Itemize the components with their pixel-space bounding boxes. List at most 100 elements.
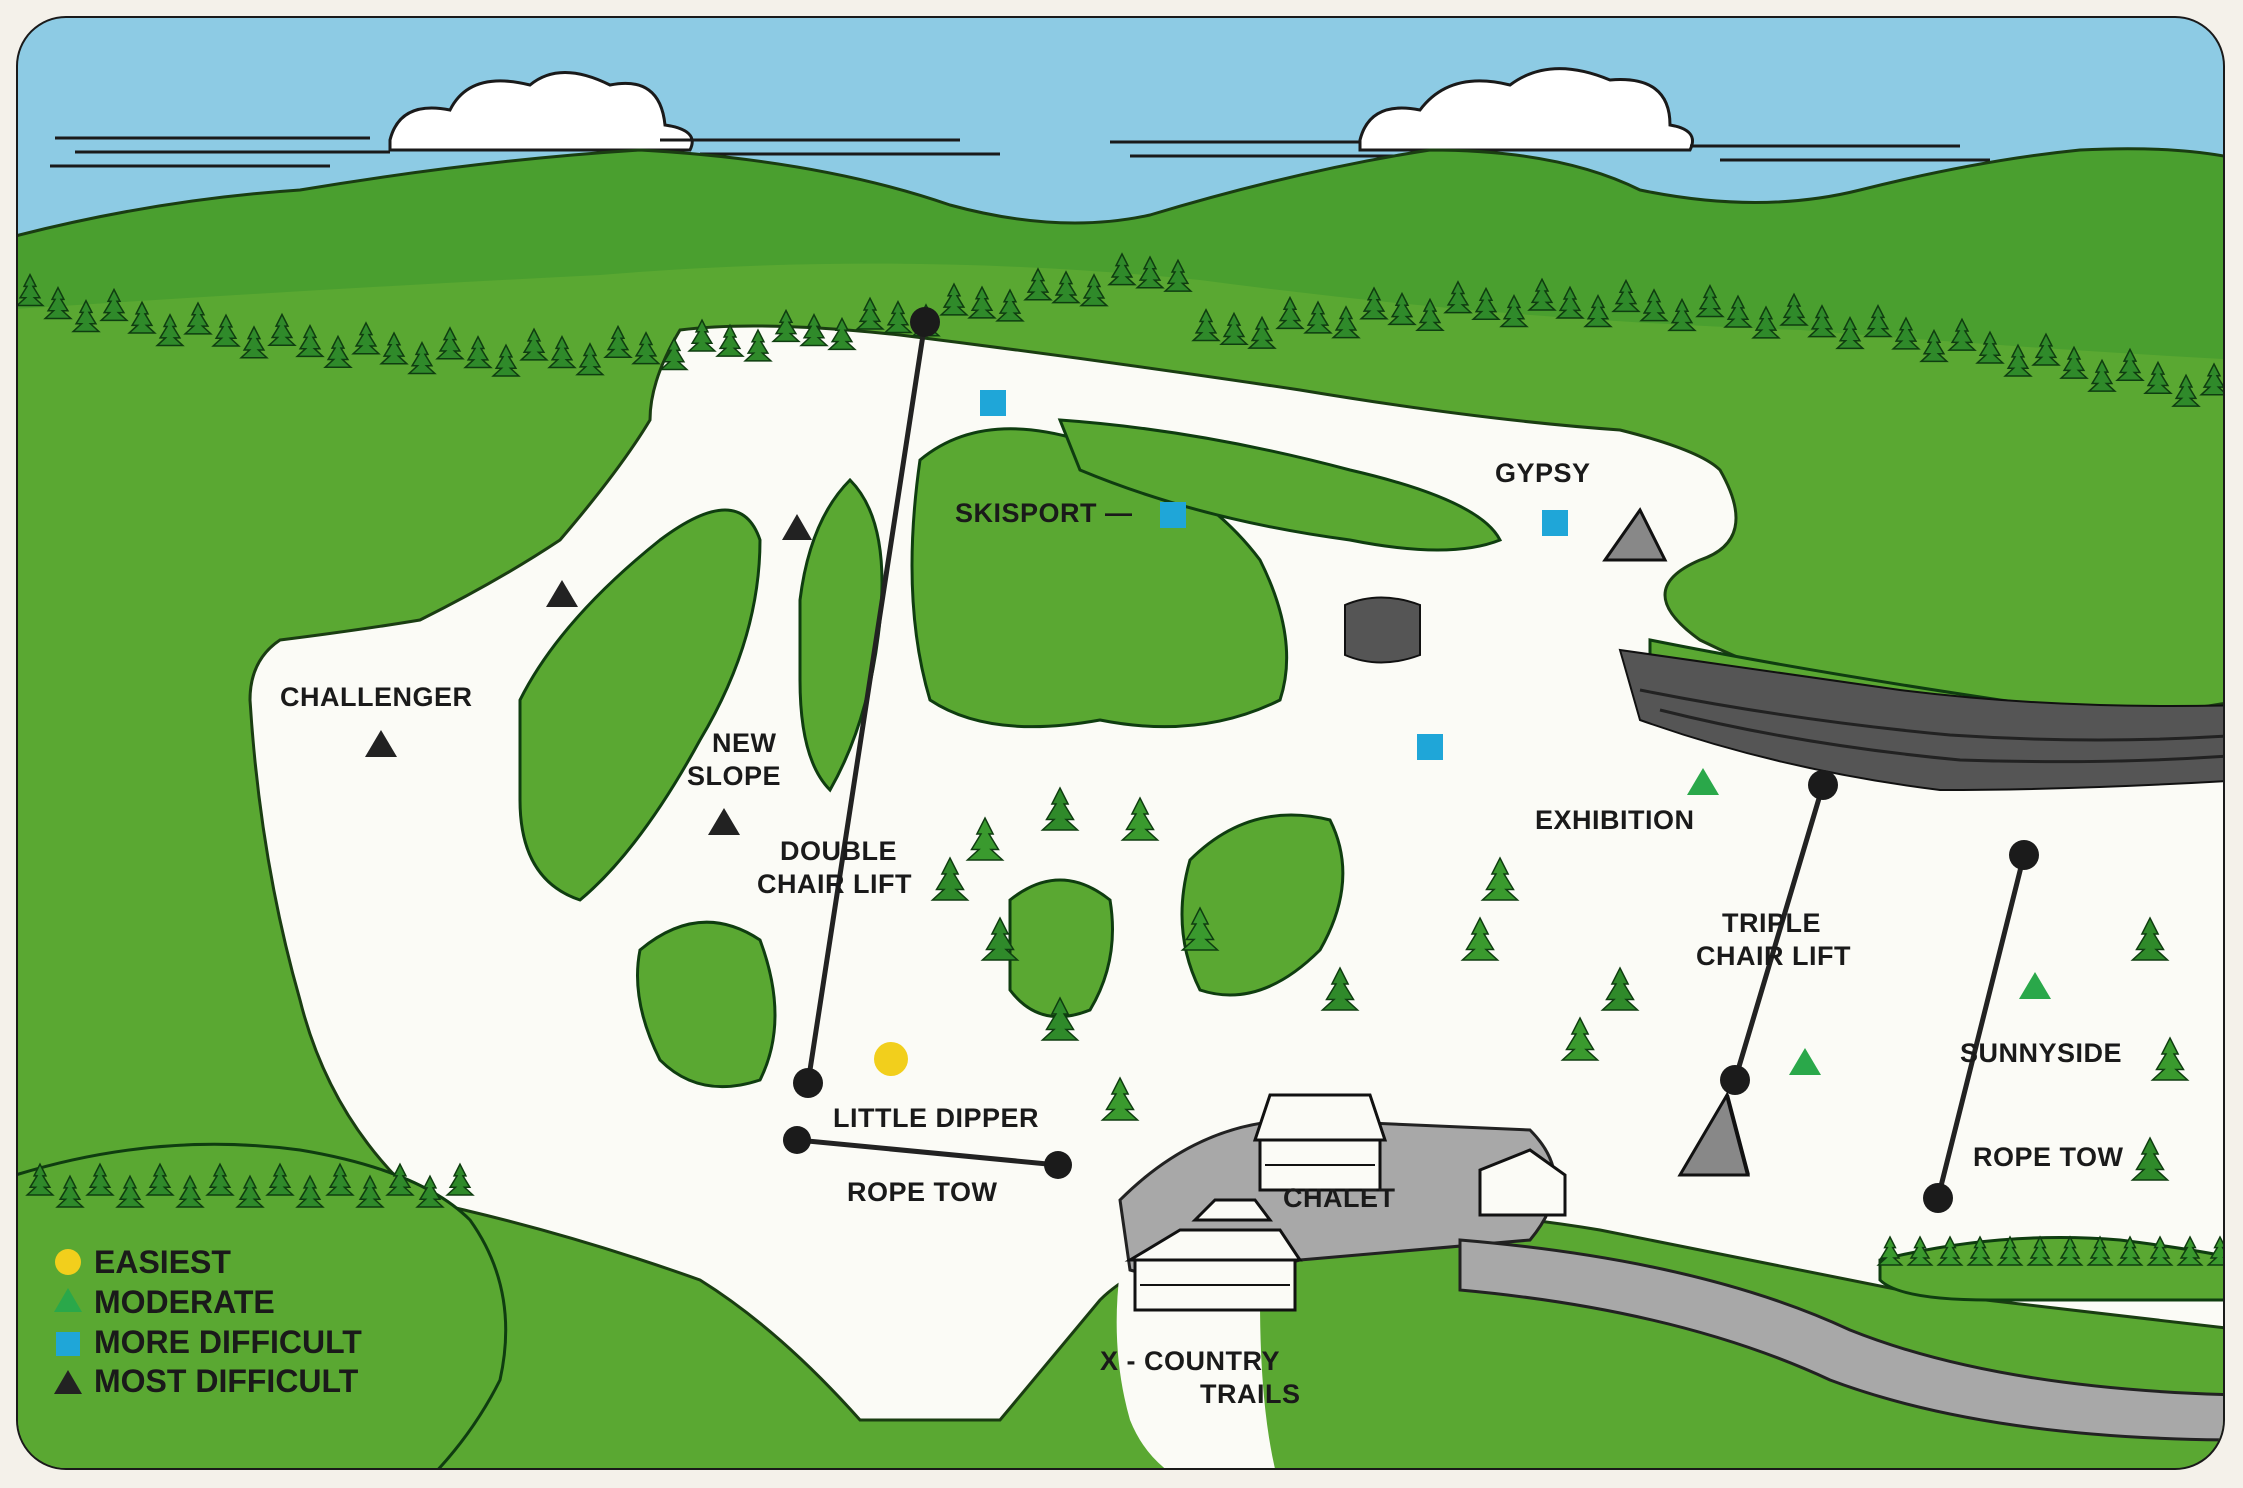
facility-label-xc: X - COUNTRY [1100,1346,1280,1376]
tree [18,272,45,307]
tree [995,288,1025,322]
legend-moderate-label: MODERATE [94,1284,275,1320]
legend-easiest-label: EASIEST [94,1244,231,1280]
cloud-right [1358,67,1694,152]
tree [547,335,577,369]
tree [1079,273,1109,307]
more-difficult-marker [1417,734,1443,760]
tree [1975,330,2005,364]
more-difficult-marker [1542,510,1568,536]
tree [1120,796,1160,841]
tree [295,323,325,358]
tree [1040,786,1080,831]
tree [211,313,241,347]
lift-terminal-top [910,307,940,337]
tree [415,1174,445,1208]
rope-tow-left [783,1126,1072,1179]
chalet-window-lines [1140,1164,1375,1286]
gypsy-shelter [1602,507,1668,562]
tree [115,1174,145,1208]
legend-most-difficult-icon [54,1370,82,1394]
tree [2059,345,2089,379]
tree [1876,1235,1904,1266]
most-difficult-marker [365,730,397,757]
tree [1499,294,1529,328]
tree [71,299,101,333]
moderate-marker [1687,768,1719,795]
lift-terminal-bottom [793,1068,823,1098]
tree [2056,1235,2084,1266]
tree [2116,1235,2144,1266]
tree [1779,292,1809,326]
trail-label-sunnyside: SUNNYSIDE [1960,1038,2122,1068]
tree [1359,286,1389,320]
tree [715,323,745,357]
forest-island-5 [636,920,777,1089]
legend: EASIEST MODERATE MORE DIFFICULT MOST DIF… [54,1244,362,1399]
lift-label-triple: CHAIR LIFT [1696,941,1851,971]
tree [1320,966,1360,1011]
trail-labels: CHALLENGER NEW SLOPE SKISPORT — GYPSY EX… [280,458,2123,1409]
tree [1996,1235,2024,1266]
tree [463,335,493,369]
tree [1600,966,1640,1011]
trail-label-skisport: SKISPORT — [955,498,1133,528]
tree [235,1174,265,1208]
tree [85,1162,115,1196]
tree [2130,916,2170,961]
tree [155,313,185,347]
tree [25,1162,55,1196]
tree [980,916,1020,961]
tree [1415,297,1445,332]
tree [55,1174,85,1208]
tree [883,300,913,334]
tree [2115,347,2145,381]
tree [1331,305,1361,339]
tree [631,331,661,365]
tree [1471,286,1501,321]
legend-more-difficult-label: MORE DIFFICULT [94,1324,362,1360]
tree [1100,1076,1140,1121]
tree [267,312,297,347]
tree [2087,358,2117,392]
tree [2146,1235,2174,1266]
tree [743,328,773,362]
tree [2031,332,2061,366]
tree [1936,1235,1964,1266]
tree [1919,328,1949,363]
tree [2003,343,2033,377]
forest-island-1 [518,508,762,902]
tree [407,341,437,375]
tree [1835,315,1865,350]
tree [145,1162,175,1196]
tree [1247,315,1277,349]
tree [265,1162,295,1196]
more-difficult-marker [1160,502,1186,528]
tree [1527,277,1557,311]
access-road [1458,1238,2223,1442]
tree [445,1162,475,1196]
tree [603,324,633,359]
most-difficult-marker [708,808,740,835]
tree [1560,1016,1600,1061]
tree [687,318,717,352]
lift-label-double: DOUBLE [780,836,897,866]
tree [99,287,129,322]
triple-chair-lift [1720,770,1838,1095]
forest-bottom-left [18,1142,508,1468]
tree [175,1174,205,1208]
tree [2086,1235,2114,1266]
tree [771,308,801,343]
tree [1695,284,1725,318]
tree [1947,317,1977,351]
tree [1303,300,1333,334]
rope-tow-right [1923,840,2039,1213]
rock-cliff-strata [1639,688,2223,764]
tree [799,313,829,347]
tree [1807,304,1837,338]
easiest-marker [874,1042,908,1076]
moderate-marker [2019,972,2051,999]
tree [239,325,269,359]
tree [323,334,353,369]
